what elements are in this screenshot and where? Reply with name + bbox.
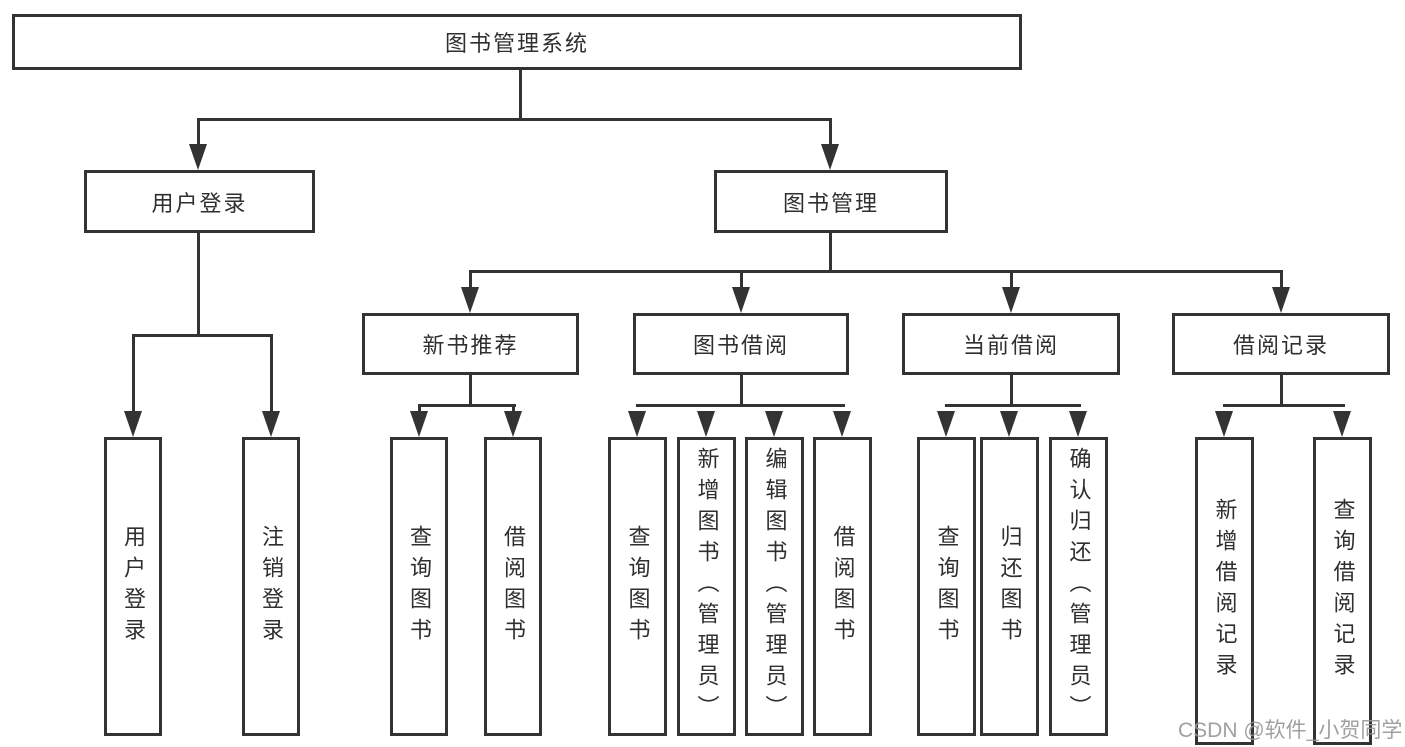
node-borrow-record-label: 借阅记录 — [1232, 333, 1329, 358]
arrow-down-icon — [461, 287, 479, 313]
arrow-down-icon — [765, 411, 783, 437]
csdn-watermark: CSDN @软件_小贺同学 — [1178, 719, 1403, 742]
leaf-query-book-borrow-label: 查询图书 — [625, 524, 651, 649]
leaf-confirm-return-admin-label: 确认归还（管理员） — [1066, 447, 1092, 726]
connector-line — [1010, 270, 1013, 292]
leaf-return-book-label: 归还图书 — [997, 524, 1023, 649]
node-new-book-recommend-label: 新书推荐 — [422, 333, 519, 358]
leaf-user-login-label: 用户登录 — [121, 524, 146, 649]
connector-line — [829, 118, 832, 148]
leaf-query-book-current: 查询图书 — [917, 437, 976, 736]
leaf-borrow-book-label: 借阅图书 — [830, 524, 856, 649]
node-borrow-record: 借阅记录 — [1172, 313, 1390, 375]
leaf-query-book-current-label: 查询图书 — [934, 524, 960, 649]
connector-line — [469, 270, 472, 292]
connector-line — [519, 70, 522, 120]
arrow-down-icon — [1069, 411, 1087, 437]
connector-line — [740, 375, 743, 407]
arrow-down-icon — [504, 411, 522, 437]
leaf-add-book-admin: 新增图书（管理员） — [677, 437, 736, 736]
leaf-borrow-book: 借阅图书 — [813, 437, 872, 736]
connector-line — [197, 233, 200, 337]
connector-line — [829, 233, 832, 273]
connector-line — [132, 334, 135, 414]
leaf-query-borrow-record-label: 查询借阅记录 — [1330, 498, 1356, 684]
arrow-down-icon — [628, 411, 646, 437]
node-book-management-label: 图书管理 — [782, 190, 879, 216]
leaf-add-book-admin-label: 新增图书（管理员） — [694, 447, 720, 726]
leaf-add-borrow-record: 新增借阅记录 — [1195, 437, 1254, 745]
arrow-down-icon — [410, 411, 428, 437]
leaf-logout: 注销登录 — [242, 437, 300, 736]
leaf-query-book-borrow: 查询图书 — [608, 437, 667, 736]
connector-line — [1280, 375, 1283, 407]
connector-line — [636, 404, 845, 407]
arrow-down-icon — [124, 411, 142, 437]
connector-line — [197, 118, 200, 148]
leaf-borrow-book-recommend-label: 借阅图书 — [501, 524, 526, 649]
arrow-down-icon — [1215, 411, 1233, 437]
leaf-logout-label: 注销登录 — [259, 524, 284, 649]
leaf-query-borrow-record: 查询借阅记录 — [1313, 437, 1372, 745]
connector-line — [418, 404, 421, 416]
arrow-down-icon — [732, 287, 750, 313]
connector-line — [512, 404, 515, 416]
connector-line — [132, 334, 273, 337]
arrow-down-icon — [1333, 411, 1351, 437]
node-book-management: 图书管理 — [714, 170, 948, 233]
connector-line — [1280, 270, 1283, 292]
arrow-down-icon — [821, 144, 839, 170]
arrow-down-icon — [697, 411, 715, 437]
connector-line — [469, 270, 1283, 273]
leaf-add-borrow-record-label: 新增借阅记录 — [1212, 498, 1238, 684]
connector-line — [469, 375, 472, 407]
connector-line — [740, 270, 743, 292]
node-user-login-label: 用户登录 — [151, 190, 248, 216]
connector-line — [197, 118, 832, 121]
connector-line — [270, 334, 273, 414]
arrow-down-icon — [1000, 411, 1018, 437]
leaf-query-book-recommend-label: 查询图书 — [407, 524, 432, 649]
arrow-down-icon — [189, 144, 207, 170]
node-current-borrow-label: 当前借阅 — [962, 333, 1059, 358]
leaf-user-login: 用户登录 — [104, 437, 162, 736]
connector-line — [1010, 375, 1013, 407]
node-user-login: 用户登录 — [84, 170, 315, 233]
arrow-down-icon — [937, 411, 955, 437]
node-book-borrow: 图书借阅 — [633, 313, 849, 375]
arrow-down-icon — [1272, 287, 1290, 313]
leaf-edit-book-admin-label: 编辑图书（管理员） — [762, 447, 788, 726]
leaf-return-book: 归还图书 — [980, 437, 1039, 736]
connector-line — [418, 404, 516, 407]
node-root-label: 图书管理系统 — [444, 31, 589, 56]
connector-line — [1223, 404, 1345, 407]
leaf-edit-book-admin: 编辑图书（管理员） — [745, 437, 804, 736]
leaf-query-book-recommend: 查询图书 — [390, 437, 448, 736]
arrow-down-icon — [1002, 287, 1020, 313]
node-book-borrow-label: 图书借阅 — [692, 333, 789, 358]
node-current-borrow: 当前借阅 — [902, 313, 1120, 375]
node-new-book-recommend: 新书推荐 — [362, 313, 579, 375]
node-root: 图书管理系统 — [12, 14, 1022, 70]
leaf-confirm-return-admin: 确认归还（管理员） — [1049, 437, 1108, 736]
arrow-down-icon — [833, 411, 851, 437]
arrow-down-icon — [262, 411, 280, 437]
leaf-borrow-book-recommend: 借阅图书 — [484, 437, 542, 736]
connector-line — [945, 404, 1081, 407]
